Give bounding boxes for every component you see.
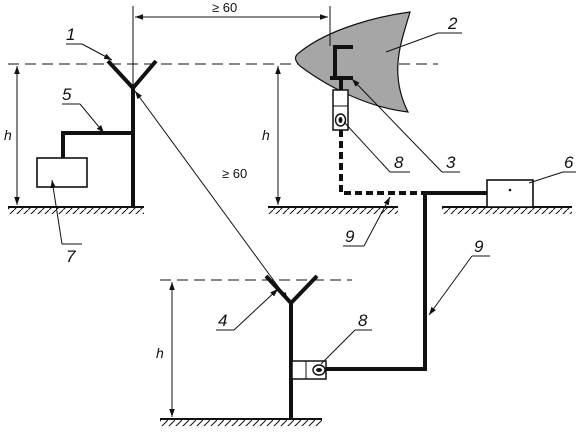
height-label-middle: h bbox=[262, 127, 270, 143]
dimension-top-label: ≥ 60 bbox=[212, 0, 237, 15]
cable-dashed bbox=[339, 130, 425, 195]
height-label-left: h bbox=[4, 127, 12, 143]
device-7-box bbox=[36, 157, 88, 188]
coupler-top bbox=[332, 89, 349, 131]
callout-8-top: 8 bbox=[394, 153, 404, 172]
dimension-diagonal bbox=[134, 90, 289, 301]
callout-9-right: 9 bbox=[474, 237, 484, 256]
callout-7: 7 bbox=[66, 247, 76, 266]
callout-4: 4 bbox=[218, 311, 227, 330]
coupler-bottom bbox=[291, 360, 327, 380]
callout-9-middle: 9 bbox=[345, 227, 355, 246]
ground-bottom bbox=[160, 418, 322, 426]
cable-vertical-down bbox=[326, 193, 427, 371]
mast-bottom bbox=[264, 274, 319, 419]
dimension-diagonal-label: ≥ 60 bbox=[222, 166, 247, 181]
ground-middle bbox=[268, 206, 398, 214]
height-label-bottom: h bbox=[156, 345, 164, 361]
callout-leaders bbox=[50, 32, 576, 365]
ground-left bbox=[8, 206, 144, 214]
callout-8-bottom: 8 bbox=[358, 311, 368, 330]
callout-2: 2 bbox=[447, 14, 458, 33]
callout-3: 3 bbox=[446, 153, 456, 172]
ground-right bbox=[442, 206, 572, 214]
mast-left bbox=[61, 59, 158, 207]
callout-6: 6 bbox=[564, 153, 574, 172]
device-6-box bbox=[486, 179, 534, 208]
obstacle-shape bbox=[294, 11, 411, 113]
dimension-top bbox=[132, 6, 331, 88]
callout-1: 1 bbox=[66, 25, 75, 44]
callout-5: 5 bbox=[62, 85, 72, 104]
